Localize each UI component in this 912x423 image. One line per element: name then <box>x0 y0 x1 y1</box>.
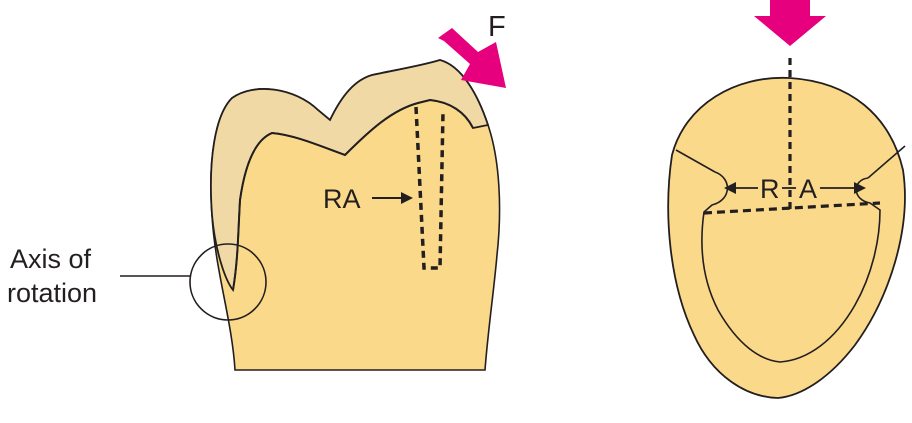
right-tooth-outline <box>667 76 906 399</box>
axis-label-line2: rotation <box>7 278 97 308</box>
right-ra-arrow <box>724 182 866 194</box>
force-label: F <box>488 11 506 43</box>
magenta-arrow-diagonal-icon <box>438 28 506 88</box>
right-ra-label-a: A <box>799 174 817 204</box>
left-ra-label: RA <box>323 184 361 214</box>
right-corner-line-right <box>867 145 906 179</box>
right-corner-line-left <box>675 149 716 173</box>
right-tooth-group <box>667 0 906 399</box>
left-tooth-group <box>120 28 506 371</box>
right-ra-label-r: R <box>760 174 780 204</box>
left-groove-dashed <box>414 106 445 270</box>
left-ra-arrow <box>372 192 413 204</box>
right-inner-cavity <box>701 171 881 363</box>
axis-of-rotation-circle <box>189 243 267 321</box>
left-preparation-line <box>232 98 474 291</box>
right-dashed-floor <box>703 201 881 215</box>
magenta-arrow-down-icon <box>754 0 826 46</box>
axis-label-line1: Axis of <box>10 244 92 274</box>
